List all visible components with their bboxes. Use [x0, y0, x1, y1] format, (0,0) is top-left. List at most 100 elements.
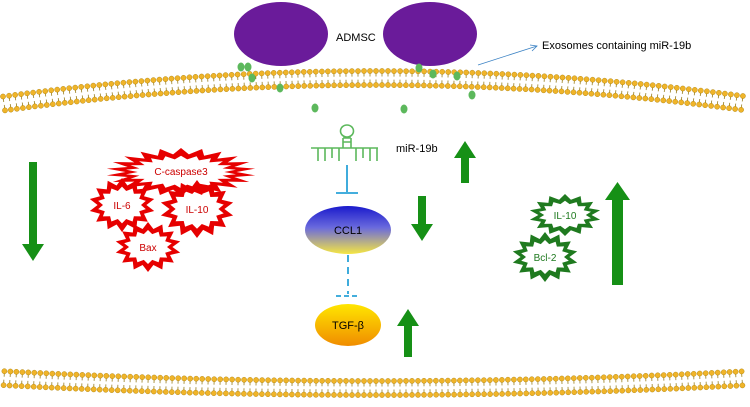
lipid-head	[517, 376, 523, 383]
lipid-head	[583, 374, 589, 381]
lipid-head	[20, 105, 26, 111]
lipid-head	[636, 373, 643, 379]
lipid-head	[672, 371, 679, 378]
lipid-head	[444, 83, 451, 89]
lipid-head	[475, 391, 481, 398]
lipid-head	[487, 70, 494, 77]
lipid-head	[198, 73, 205, 80]
lipid-head	[654, 97, 661, 103]
lipid-head	[289, 83, 296, 90]
lipid-head	[462, 83, 469, 90]
lipid-head	[6, 382, 13, 389]
lipid-head	[276, 69, 283, 76]
lipid-head	[451, 377, 457, 384]
lipid-head	[698, 87, 704, 94]
star-badge	[529, 194, 601, 236]
lipid-head	[37, 370, 44, 376]
lipid-head	[577, 389, 584, 395]
lipid-head	[192, 389, 199, 396]
lipid-head	[710, 89, 716, 95]
lipid-head	[367, 378, 373, 384]
lipid-head	[85, 372, 92, 378]
lipid-head	[474, 84, 481, 90]
lipid-head	[421, 68, 427, 75]
lipid-head	[283, 391, 289, 398]
exosome	[248, 73, 256, 83]
lipid-head	[42, 384, 49, 391]
lipid-head	[498, 85, 505, 91]
exosome	[400, 104, 408, 114]
lipid-head	[565, 389, 572, 396]
lipid-head	[241, 85, 248, 91]
lipid-head	[637, 387, 644, 393]
lipid-head	[144, 77, 151, 84]
lipid-head	[708, 370, 715, 376]
lipid-head	[151, 374, 157, 381]
lipid-head	[421, 377, 427, 384]
lipid-head	[264, 70, 271, 76]
lipid-head	[481, 377, 487, 384]
lipid-head	[720, 104, 726, 111]
lipid-head	[655, 83, 662, 89]
lipid-head	[12, 92, 18, 98]
lipid-head	[690, 370, 697, 377]
lipid-head	[595, 77, 602, 83]
lipid-head	[571, 389, 578, 396]
lipid-head	[504, 85, 511, 92]
lipid-head	[337, 392, 343, 398]
lipid-head	[403, 378, 409, 384]
inhibition-ccl1-tgfb	[336, 255, 360, 297]
lipid-head	[247, 85, 254, 91]
lipid-head	[79, 372, 86, 378]
ccl1-label: CCL1	[334, 225, 362, 237]
lipid-head	[456, 83, 463, 90]
lipid-head	[517, 390, 523, 397]
lipid-head	[150, 77, 157, 83]
lipid-head	[721, 383, 728, 390]
lipid-head	[133, 374, 139, 380]
lipid-head	[91, 372, 98, 379]
lipid-head	[103, 373, 110, 379]
lipid-head	[216, 390, 223, 397]
lipid-head	[660, 372, 667, 378]
lipid-head	[613, 79, 620, 85]
lipid-head	[62, 100, 68, 106]
lipid-head	[457, 377, 463, 384]
lipid-head	[68, 99, 74, 105]
lipid-head	[96, 82, 103, 88]
lipid-head	[559, 74, 566, 81]
lipid-head	[306, 69, 313, 75]
lipid-head	[343, 82, 349, 88]
admsc-label: ADMSC	[336, 32, 376, 44]
lipid-head	[162, 76, 169, 82]
marker-label: IL-10	[554, 211, 577, 222]
lipid-head	[541, 390, 548, 396]
lipid-head	[180, 75, 187, 81]
lipid-head	[198, 390, 205, 396]
lipid-head	[84, 386, 91, 392]
lipid-head	[145, 91, 152, 98]
exosome	[311, 103, 319, 113]
lipid-head	[642, 95, 649, 102]
lipid-head	[463, 69, 470, 76]
lipid-head	[210, 390, 217, 397]
lipid-head	[559, 389, 566, 396]
lipid-head	[294, 69, 301, 75]
lipid-head	[295, 391, 301, 398]
lipid-head	[325, 377, 331, 384]
lipid-head	[499, 71, 506, 77]
lipid-head	[175, 375, 181, 382]
lipid-head	[211, 87, 218, 93]
lipid-head	[121, 373, 127, 380]
lipid-head	[319, 68, 325, 75]
lipid-head	[630, 94, 637, 101]
lipid-head	[415, 392, 421, 398]
lipid-head	[451, 391, 457, 398]
lipid-head	[716, 90, 722, 96]
tgfb-node	[315, 304, 381, 346]
lipid-head	[553, 389, 560, 396]
lipid-head	[271, 377, 277, 384]
lipid-head	[14, 106, 20, 112]
lipid-head	[235, 390, 241, 397]
